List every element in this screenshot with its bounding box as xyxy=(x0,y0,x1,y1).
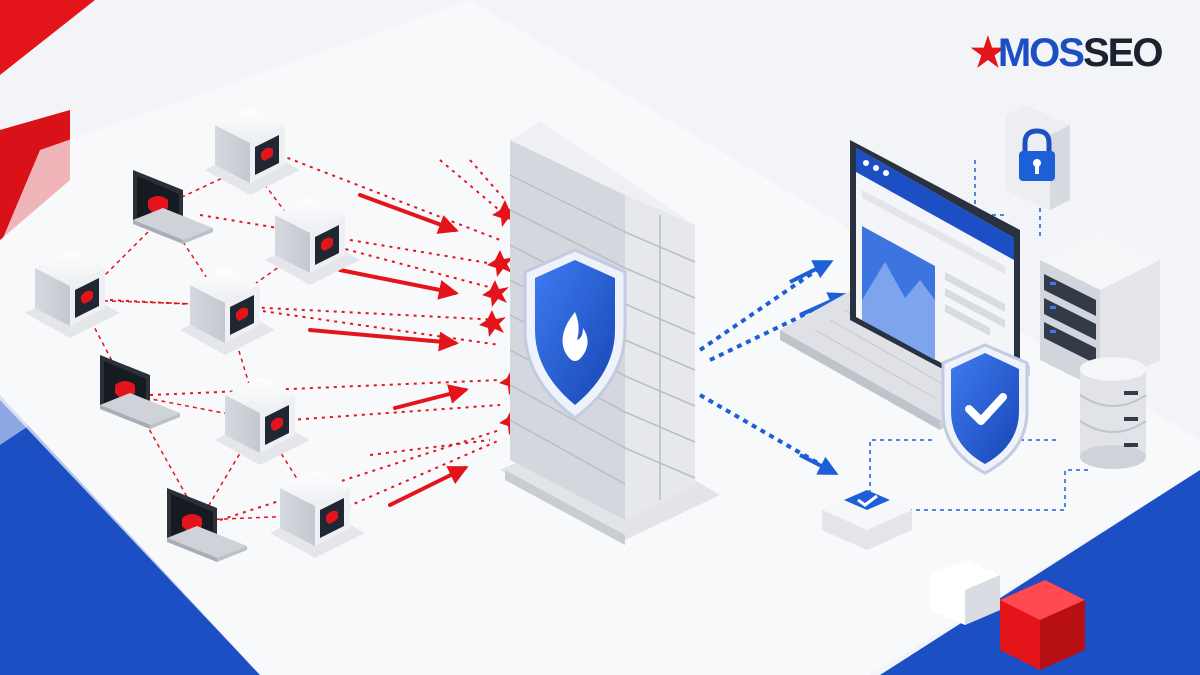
skull-icon xyxy=(271,417,283,431)
attacker-server xyxy=(180,267,275,355)
attacker-servers xyxy=(25,107,365,558)
brand-logo: ★ MOS SEO xyxy=(970,28,1163,78)
attack-arrow xyxy=(358,193,459,234)
skull-icon xyxy=(81,290,93,304)
flame-icon xyxy=(562,312,588,361)
attack-arrow xyxy=(393,384,469,410)
impact-burst-icon xyxy=(479,310,506,337)
attacker-laptop xyxy=(100,355,180,429)
attacker-laptops xyxy=(100,170,247,562)
database-icon xyxy=(1079,357,1147,469)
attacker-server xyxy=(265,197,360,285)
attacker-laptop xyxy=(167,488,247,562)
secure-arrow xyxy=(789,260,834,284)
attacker-server xyxy=(215,377,310,465)
skull-icon xyxy=(326,510,338,524)
attacker-server xyxy=(205,107,300,195)
decorative-cubes xyxy=(930,560,1085,670)
impact-burst-icon xyxy=(482,280,509,307)
logo-text-seo: SEO xyxy=(1082,30,1163,75)
attack-flow-lines xyxy=(109,154,506,521)
firewall-shield xyxy=(523,248,627,420)
attack-arrow xyxy=(388,466,469,507)
attacker-server xyxy=(25,250,120,338)
skull-icon xyxy=(236,307,248,321)
attack-arrow xyxy=(308,328,459,352)
firewall-wall xyxy=(500,122,720,545)
skull-icon xyxy=(321,237,333,251)
star-icon: ★ xyxy=(970,31,1006,75)
attack-arrow xyxy=(338,268,459,300)
shield-check-icon xyxy=(941,343,1029,475)
checkbox-icon xyxy=(822,490,912,550)
attack-arrows xyxy=(308,193,469,507)
protected-network-links xyxy=(869,160,1090,511)
impact-burst-icon xyxy=(487,250,514,277)
server-rack-icon xyxy=(1040,230,1160,390)
padlock-icon xyxy=(1005,105,1070,210)
skull-icon xyxy=(261,147,273,161)
attacker-laptop xyxy=(133,170,213,244)
secure-arrow xyxy=(799,453,839,475)
logo-text-mos: MOS xyxy=(997,30,1085,75)
attacker-server xyxy=(270,470,365,558)
